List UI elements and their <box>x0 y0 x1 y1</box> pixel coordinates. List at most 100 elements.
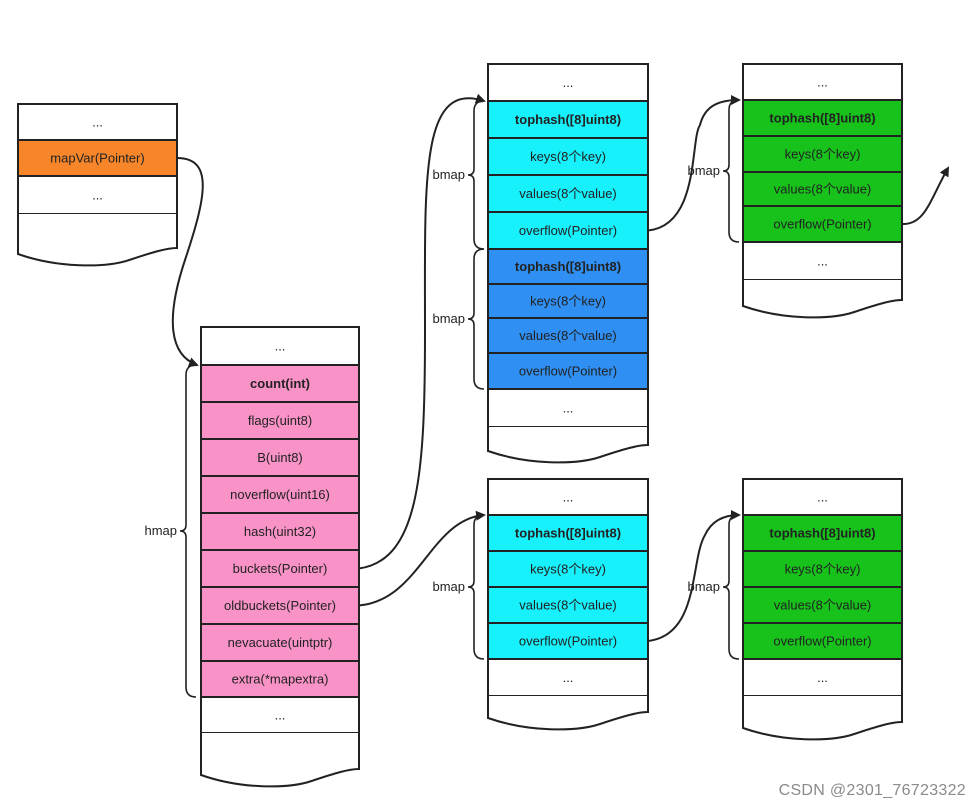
pointer-arrow-buckets <box>358 93 486 570</box>
brace-label: bmap <box>432 167 465 182</box>
bmap-brace-4: bmap <box>432 514 485 660</box>
field-label: values(8个value) <box>774 182 872 197</box>
bmap-brace-2: bmap <box>432 248 485 390</box>
field-label: overflow(Pointer) <box>773 217 871 232</box>
brace-label: bmap <box>687 163 720 178</box>
ellipsis-cell: ... <box>742 241 903 281</box>
field-cell: tophash([8]uint8) <box>742 514 903 552</box>
field-cell: nevacuate(uintptr) <box>200 623 360 662</box>
field-cell: keys(8个key) <box>487 137 649 176</box>
field-label: overflow(Pointer) <box>519 634 617 649</box>
field-cell: mapVar(Pointer) <box>17 139 178 177</box>
field-label: ... <box>275 708 286 723</box>
field-label: values(8个value) <box>519 598 617 613</box>
field-cell: buckets(Pointer) <box>200 549 360 588</box>
field-cell: B(uint8) <box>200 438 360 477</box>
pointer-arrow-overflow-1 <box>647 95 741 232</box>
bmap-brace-5: bmap <box>687 514 740 660</box>
field-label: ... <box>817 254 828 269</box>
pointer-arrow-oldbuckets <box>358 510 486 607</box>
torn-edge <box>742 280 903 319</box>
field-label: ... <box>563 401 574 416</box>
field-label: noverflow(uint16) <box>230 487 330 502</box>
field-label: tophash([8]uint8) <box>515 526 621 541</box>
field-cell: tophash([8]uint8) <box>742 99 903 137</box>
overflow-block-top: ... tophash([8]uint8) keys(8个key) values(8个… <box>742 63 903 319</box>
field-cell: tophash([8]uint8) <box>487 514 649 552</box>
field-cell: values(8个value) <box>487 586 649 624</box>
field-cell: overflow(Pointer) <box>487 211 649 250</box>
field-label: tophash([8]uint8) <box>769 111 875 126</box>
field-cell: tophash([8]uint8) <box>487 100 649 139</box>
torn-edge <box>17 214 178 267</box>
field-label: overflow(Pointer) <box>519 223 617 238</box>
field-cell: values(8个value) <box>487 317 649 354</box>
buckets-block: ... tophash([8]uint8) keys(8个key) values(8个… <box>487 63 649 464</box>
field-cell: overflow(Pointer) <box>487 352 649 390</box>
ellipsis-cell: ... <box>742 658 903 697</box>
field-label: tophash([8]uint8) <box>515 112 621 127</box>
field-label: B(uint8) <box>257 450 303 465</box>
field-label: ... <box>563 490 574 505</box>
field-label: keys(8个key) <box>785 147 861 162</box>
ellipsis-cell: ... <box>487 478 649 516</box>
field-label: count(int) <box>250 376 310 391</box>
ellipsis-cell: ... <box>200 326 360 366</box>
bmap-brace-1: bmap <box>432 100 485 250</box>
overflow-block-bottom: ... tophash([8]uint8) keys(8个key) values(8个… <box>742 478 903 741</box>
field-label: keys(8个key) <box>530 294 606 309</box>
oldbuckets-block: ...tophash([8]uint8)keys(8个key)values(8个… <box>487 478 649 731</box>
pointer-arrow-mapvar <box>171 157 204 367</box>
field-cell: count(int) <box>200 364 360 403</box>
field-label: values(8个value) <box>774 598 872 613</box>
field-label: ... <box>92 115 103 130</box>
ellipsis-cell: ... <box>17 103 178 141</box>
field-cell: overflow(Pointer) <box>742 622 903 660</box>
field-cell: noverflow(uint16) <box>200 475 360 514</box>
torn-edge <box>200 733 360 788</box>
ellipsis-cell: ... <box>487 388 649 428</box>
torn-edge <box>487 696 649 731</box>
field-cell: values(8个value) <box>487 174 649 213</box>
field-cell: values(8个value) <box>742 171 903 207</box>
field-cell: overflow(Pointer) <box>742 205 903 243</box>
field-cell: keys(8个key) <box>487 283 649 319</box>
bmap-brace-3: bmap <box>687 99 740 243</box>
ellipsis-cell: ... <box>487 63 649 102</box>
field-label: values(8个value) <box>519 328 617 343</box>
field-label: ... <box>817 490 828 505</box>
field-cell: keys(8个key) <box>742 550 903 588</box>
field-cell: values(8个value) <box>742 586 903 624</box>
field-label: ... <box>92 188 103 203</box>
torn-edge <box>742 696 903 741</box>
field-label: mapVar(Pointer) <box>50 151 144 166</box>
variable-block: ... mapVar(Pointer)... <box>17 103 178 267</box>
ellipsis-cell: ... <box>17 175 178 215</box>
field-label: extra(*mapextra) <box>232 672 329 687</box>
field-label: values(8个value) <box>519 186 617 201</box>
field-label: ... <box>817 670 828 685</box>
pointer-arrow-overflow-2 <box>647 510 741 642</box>
brace-label: hmap <box>144 523 177 538</box>
field-cell: overflow(Pointer) <box>487 622 649 660</box>
field-label: tophash([8]uint8) <box>515 259 621 274</box>
field-label: ... <box>563 75 574 90</box>
field-cell: oldbuckets(Pointer) <box>200 586 360 625</box>
field-label: flags(uint8) <box>248 413 312 428</box>
field-label: oldbuckets(Pointer) <box>224 598 336 613</box>
brace-label: bmap <box>432 579 465 594</box>
field-label: overflow(Pointer) <box>773 634 871 649</box>
field-label: tophash([8]uint8) <box>769 526 875 541</box>
field-label: ... <box>817 75 828 90</box>
torn-edge <box>487 427 649 464</box>
hmap-brace: hmap <box>144 364 197 698</box>
pointer-arrow-overflow-next <box>901 166 949 226</box>
ellipsis-cell: ... <box>742 478 903 516</box>
field-cell: flags(uint8) <box>200 401 360 440</box>
field-label: hash(uint32) <box>244 524 316 539</box>
field-label: ... <box>563 670 574 685</box>
field-label: ... <box>275 339 286 354</box>
field-label: nevacuate(uintptr) <box>228 635 333 650</box>
brace-label: bmap <box>687 579 720 594</box>
